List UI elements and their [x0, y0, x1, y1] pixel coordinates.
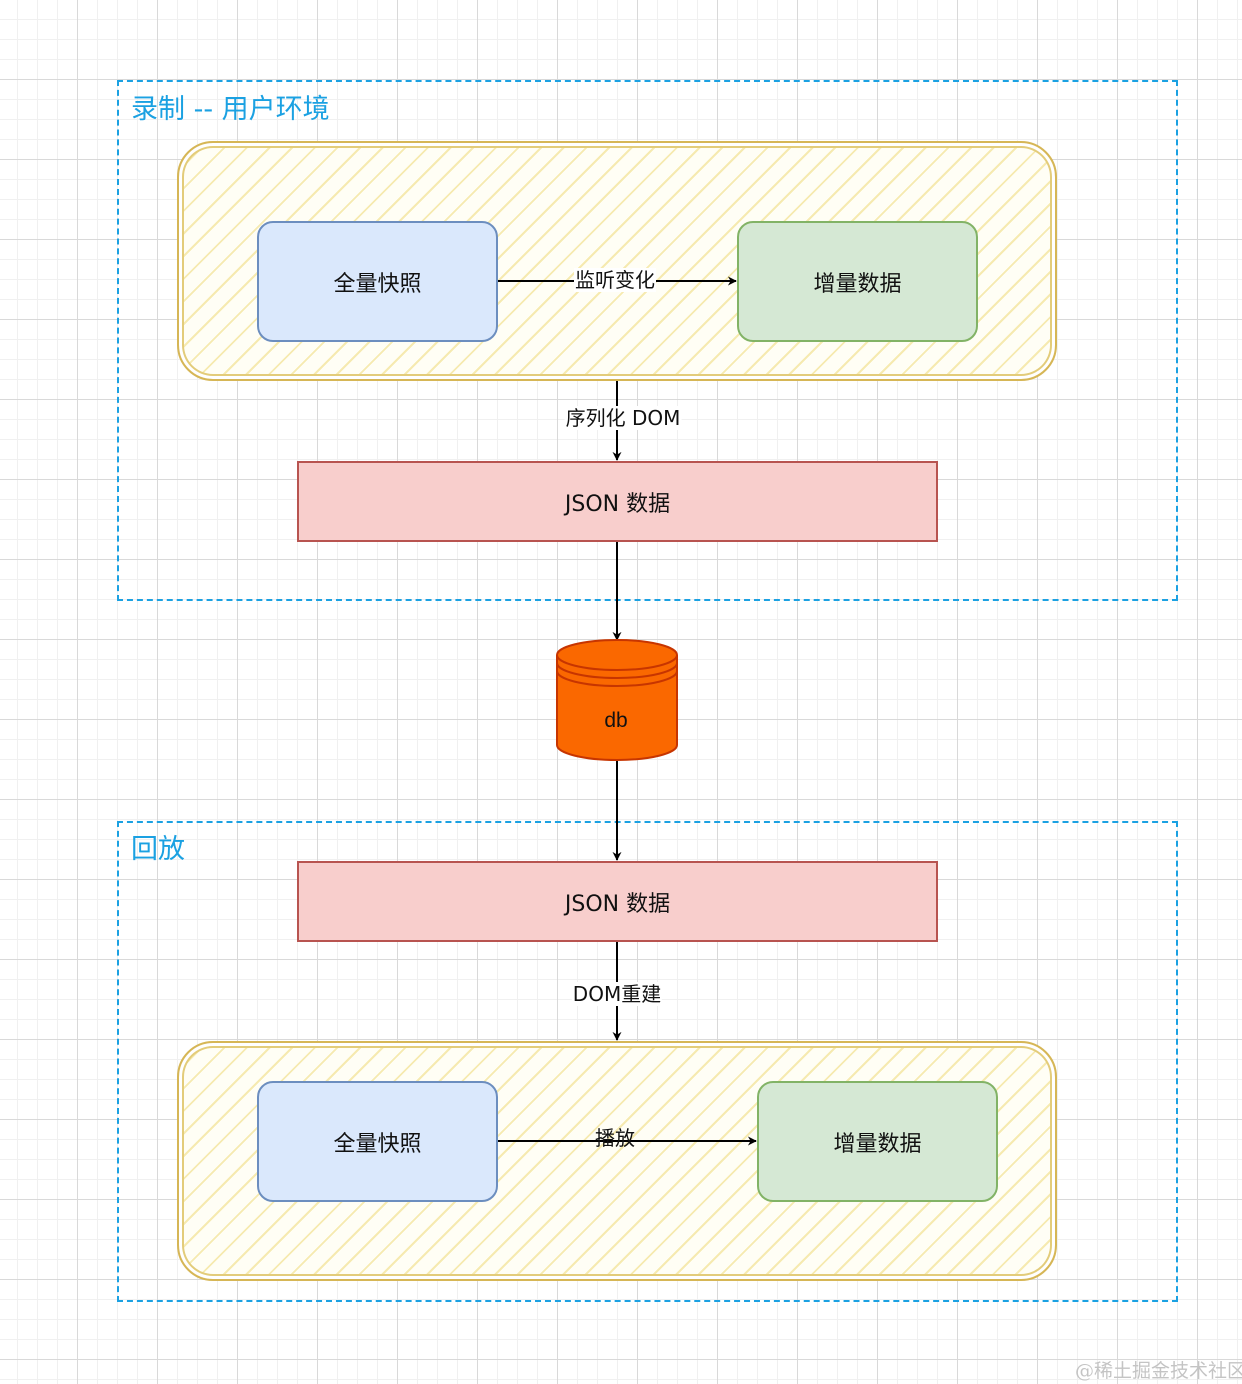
recording-full-snapshot-node[interactable]: 全量快照 — [257, 221, 498, 342]
playback-region — [117, 821, 1178, 1302]
recording-region-title: 录制 -- 用户环境 — [131, 94, 330, 125]
playback-region-title: 回放 — [131, 834, 185, 865]
playback-full-snapshot-label: 全量快照 — [333, 1131, 422, 1157]
edge-watch-changes-label: 监听变化 — [574, 268, 656, 292]
playback-json-data-node[interactable]: JSON 数据 — [297, 861, 938, 942]
database-label: db — [604, 709, 628, 732]
watermark-text: @稀土掘金技术社区 — [1075, 1360, 1242, 1382]
recording-json-data-label: JSON 数据 — [564, 491, 671, 517]
playback-json-data-label: JSON 数据 — [564, 891, 671, 917]
recording-json-data-node[interactable]: JSON 数据 — [297, 461, 938, 542]
playback-incremental-data-node[interactable]: 增量数据 — [757, 1081, 998, 1202]
recording-region — [117, 80, 1178, 601]
playback-incremental-data-label: 增量数据 — [833, 1131, 922, 1157]
recording-incremental-data-node[interactable]: 增量数据 — [737, 221, 978, 342]
recording-incremental-data-label: 增量数据 — [813, 271, 902, 297]
recording-full-snapshot-label: 全量快照 — [333, 271, 422, 297]
edge-playback-label: 播放 — [595, 1126, 635, 1150]
playback-full-snapshot-node[interactable]: 全量快照 — [257, 1081, 498, 1202]
edge-serialize-dom-label: 序列化 DOM — [564, 406, 682, 430]
database-cylinder-icon[interactable] — [556, 639, 678, 761]
edge-dom-rebuild-label: DOM重建 — [571, 982, 663, 1006]
